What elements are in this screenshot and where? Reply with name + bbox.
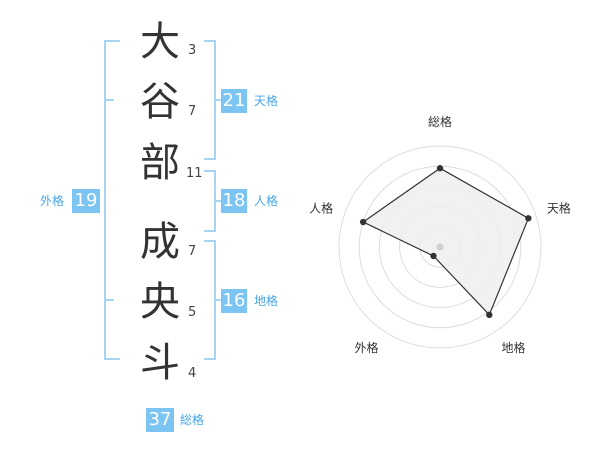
jinkaku-label: 人格 bbox=[254, 194, 279, 208]
tenkaku-badge: 21 bbox=[221, 89, 247, 113]
chikaku-bracket-bottom bbox=[204, 358, 216, 360]
stroke-count-2: 7 bbox=[188, 104, 197, 119]
jinkaku-bracket-top bbox=[204, 170, 216, 172]
radar-point-3 bbox=[486, 311, 493, 319]
radar-center-dot bbox=[436, 243, 444, 251]
soukaku-badge: 37 bbox=[146, 408, 174, 432]
radar-point-5 bbox=[359, 218, 367, 226]
stroke-count-4: 7 bbox=[188, 244, 197, 259]
radar-point-4 bbox=[430, 252, 437, 260]
kanji-2: 谷 bbox=[140, 79, 180, 125]
radar-axis-label-3: 地格 bbox=[501, 340, 525, 355]
jinkaku-bracket-connector bbox=[214, 200, 222, 202]
stroke-count-3: 11 bbox=[186, 166, 203, 181]
chikaku-bracket-top bbox=[204, 240, 216, 242]
jinkaku-badge: 18 bbox=[221, 189, 247, 213]
gaikaku-bracket-bottom bbox=[104, 358, 120, 360]
chikaku-label: 地格 bbox=[254, 294, 279, 308]
radar-axis-label-5: 人格 bbox=[309, 200, 333, 215]
radar-axis-label-1: 総格 bbox=[428, 114, 452, 129]
stroke-count-6: 4 bbox=[188, 366, 197, 381]
tenkaku-bracket-top bbox=[204, 40, 216, 42]
kanji-3: 部 bbox=[140, 140, 180, 186]
soukaku-label: 総格 bbox=[180, 413, 205, 427]
radar-point-2 bbox=[525, 215, 532, 222]
tenkaku-bracket-bottom bbox=[204, 158, 216, 160]
kanji-1: 大 bbox=[140, 19, 180, 65]
radar-point-1 bbox=[436, 165, 444, 172]
radar-data-polygon bbox=[362, 167, 530, 316]
gaikaku-bracket-vertical bbox=[104, 40, 106, 360]
kanji-4: 成 bbox=[140, 219, 180, 265]
stroke-count-1: 3 bbox=[188, 43, 197, 58]
chikaku-badge: 16 bbox=[221, 289, 247, 313]
tenkaku-bracket-connector bbox=[214, 99, 222, 101]
kanji-6: 斗 bbox=[140, 340, 180, 386]
radar-axis-label-2: 天格 bbox=[547, 200, 571, 215]
radar-axis-label-4: 外格 bbox=[355, 340, 379, 355]
kanji-5: 央 bbox=[140, 279, 180, 325]
gaikaku-badge: 19 bbox=[72, 189, 100, 213]
bracket-tick-left-5 bbox=[104, 299, 114, 301]
tenkaku-label: 天格 bbox=[254, 94, 279, 108]
jinkaku-bracket-bottom bbox=[204, 230, 216, 232]
radar-grid-ring-5 bbox=[338, 145, 542, 349]
gaikaku-label: 外格 bbox=[40, 194, 65, 208]
chikaku-bracket-connector bbox=[214, 299, 222, 301]
gaikaku-bracket-top bbox=[104, 40, 120, 42]
stroke-count-5: 5 bbox=[188, 305, 197, 320]
bracket-tick-left-2 bbox=[104, 99, 114, 101]
